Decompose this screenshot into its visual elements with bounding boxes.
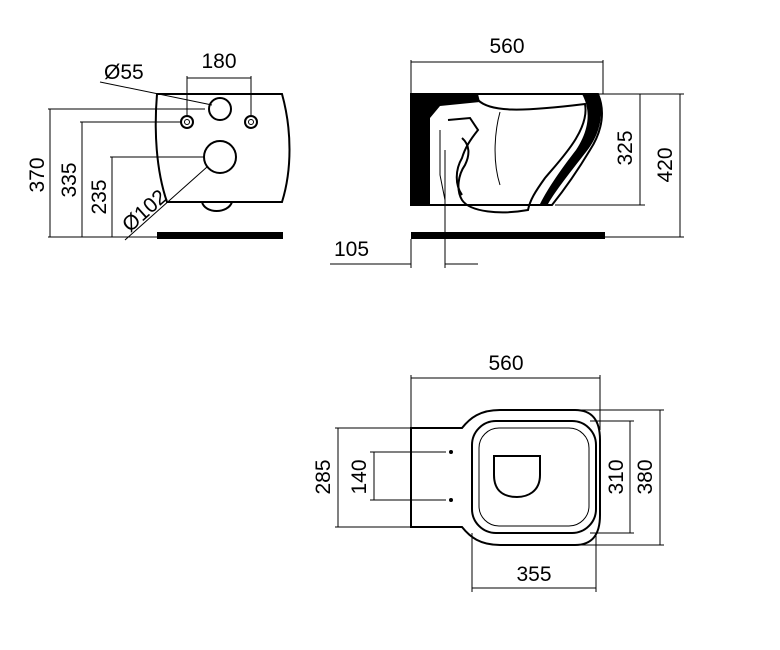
fixing-hole-left-inner xyxy=(184,119,190,125)
dim-355: 355 xyxy=(516,563,551,586)
inlet-hole xyxy=(208,97,232,121)
dim-side-560: 560 xyxy=(489,35,524,58)
top-view-rim-inner xyxy=(478,427,590,527)
top-fixing-upper xyxy=(449,450,453,454)
side-view-front-rim xyxy=(540,94,602,204)
side-view: 560 325 420 105 xyxy=(330,35,684,268)
top-view-rim xyxy=(471,420,597,534)
front-view-body xyxy=(154,93,291,203)
dim-420: 420 xyxy=(654,147,677,182)
dim-285: 285 xyxy=(312,459,335,494)
waste-hole xyxy=(203,140,237,174)
side-view-bowl xyxy=(457,99,587,214)
front-view-floor xyxy=(157,232,283,239)
dim-180: 180 xyxy=(201,50,236,73)
fixing-hole-right-inner xyxy=(248,119,254,125)
fixing-hole-right xyxy=(244,115,258,129)
top-view: 560 285 140 310 380 355 xyxy=(312,352,664,592)
side-view-rear-section xyxy=(411,94,430,205)
dim-d55: Ø55 xyxy=(104,61,144,84)
top-view-outlet xyxy=(493,455,541,499)
front-view: 180 Ø55 370 335 235 Ø102 xyxy=(26,50,291,241)
dim-235: 235 xyxy=(88,179,111,214)
dim-top-560: 560 xyxy=(488,352,523,375)
dim-370: 370 xyxy=(26,157,49,192)
side-view-body xyxy=(410,93,603,206)
dim-380: 380 xyxy=(634,459,657,494)
fixing-hole-left xyxy=(180,115,194,129)
top-view-body xyxy=(410,409,601,546)
top-fixing-lower xyxy=(449,498,453,502)
dim-105: 105 xyxy=(334,238,369,261)
side-view-floor xyxy=(411,232,605,239)
dim-140: 140 xyxy=(348,459,371,494)
dim-335: 335 xyxy=(58,162,81,197)
side-view-trap xyxy=(447,116,480,196)
dim-325: 325 xyxy=(614,130,637,165)
dim-310: 310 xyxy=(605,459,628,494)
front-view-outlet xyxy=(201,201,233,212)
side-view-rim xyxy=(430,94,480,118)
